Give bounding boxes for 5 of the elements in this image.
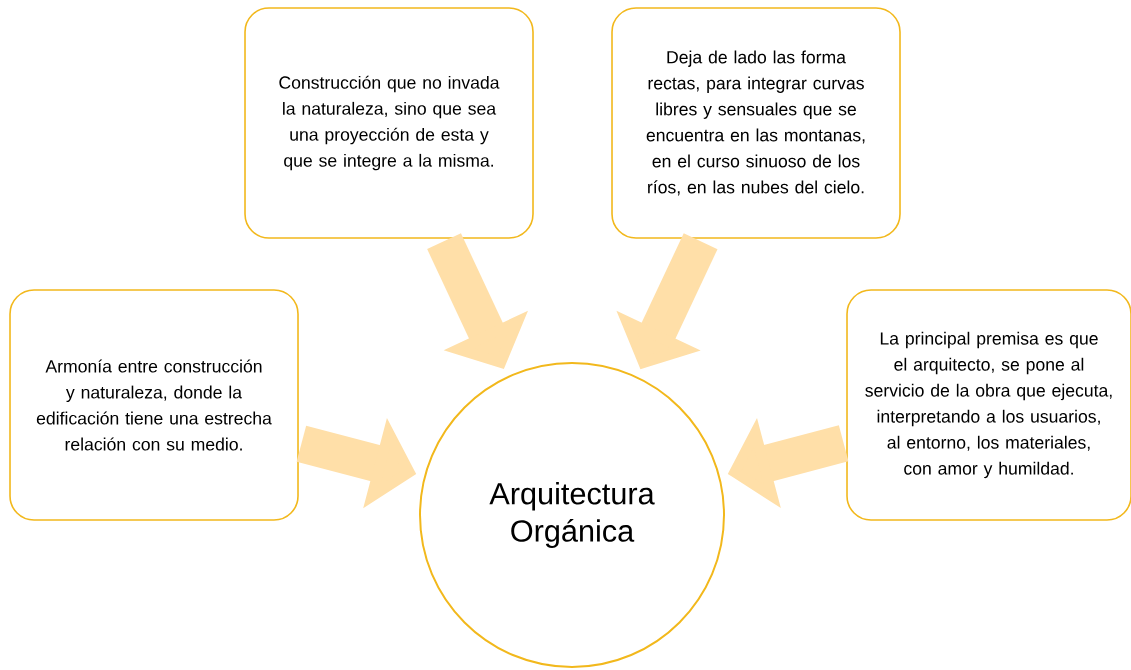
text-box: La principal premisa es que el arquitecto, se pone al servicio de la obra que ejecuta, interpretando a los usuarios, al entorno, los materiales, con amor y humildad. bbox=[846, 289, 1131, 521]
circle-node: Arquitectura Orgánica bbox=[419, 362, 725, 668]
text-box: Deja de lado las forma rectas, para integrar curvas libres y sensuales que se encuentra en las montanas, en el curso sinuoso de los ríos, en las nubes del cielo. bbox=[611, 7, 901, 239]
text-box: Armonía entre construcción y naturaleza, donde la edificación tiene una estrecha relación con su medio. bbox=[9, 289, 299, 521]
text-box: Construcción que no invada la naturaleza, sino que sea una proyección de esta y que se integre a la misma. bbox=[244, 7, 534, 239]
